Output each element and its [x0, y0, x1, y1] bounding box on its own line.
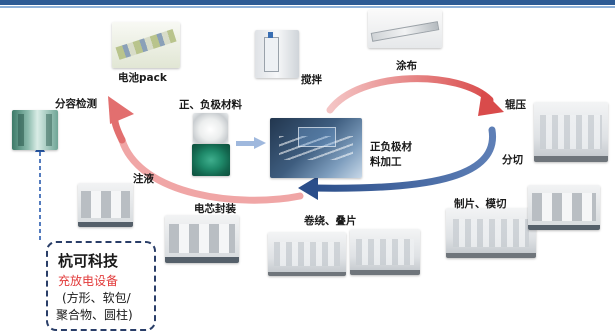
company-equipment-box: 杭可科技 充放电设备 (方形、软包/ 聚合物、圆柱)	[46, 241, 156, 331]
cell-sealing-machine-photo	[165, 215, 239, 263]
label-cell-sealing: 电芯封装	[194, 203, 236, 215]
battery-pack-line-photo	[112, 22, 180, 68]
header-accent-line	[0, 6, 615, 8]
cathode-powder-photo	[193, 113, 228, 143]
label-slitting: 分切	[502, 154, 523, 166]
label-materials: 正、负极材料	[179, 99, 242, 111]
winding-machine-photo	[268, 232, 346, 276]
upper-cycle-arrowhead	[478, 90, 504, 116]
lower-cycle-arrowhead	[298, 176, 318, 200]
rolling-machine-photo	[534, 102, 608, 162]
left-cycle-arrow-upper	[111, 108, 126, 144]
label-mixing: 搅拌	[301, 74, 322, 86]
company-battery-types-line1: (方形、软包/	[62, 291, 131, 305]
electrode-processing-render	[270, 118, 362, 178]
coating-machine-photo	[368, 10, 442, 48]
lower-cycle-arrow	[308, 126, 496, 192]
left-cycle-arrow	[118, 136, 304, 204]
label-electrode-processing-1: 正负极材	[370, 141, 412, 153]
label-battery-pack: 电池pack	[118, 72, 167, 84]
company-battery-types-line2: 聚合物、圆柱)	[56, 308, 133, 322]
upper-cycle-arrow	[326, 75, 494, 114]
label-filling: 注液	[133, 173, 154, 185]
capacity-test-room-photo	[12, 110, 58, 150]
header-bar	[0, 0, 615, 5]
label-capacity-test: 分容检测	[55, 98, 97, 110]
label-winding-stacking: 卷绕、叠片	[304, 215, 357, 227]
die-cutting-machine-photo	[446, 208, 536, 258]
mixer-machine-photo	[255, 30, 299, 78]
company-product-type: 充放电设备	[58, 274, 119, 288]
anode-powder-photo	[192, 144, 230, 176]
right-arrow-icon	[254, 137, 266, 149]
slitting-machine-photo	[528, 185, 600, 230]
materials-to-processing-shaft	[236, 141, 256, 146]
label-tab-die-cutting: 制片、模切	[454, 198, 507, 210]
stacking-machine-photo	[350, 229, 420, 275]
company-name: 杭可科技	[58, 252, 119, 270]
filling-machine-photo	[78, 183, 133, 227]
label-rolling: 辊压	[505, 99, 526, 111]
label-electrode-processing-2: 料加工	[370, 156, 402, 168]
label-coating: 涂布	[396, 60, 417, 72]
